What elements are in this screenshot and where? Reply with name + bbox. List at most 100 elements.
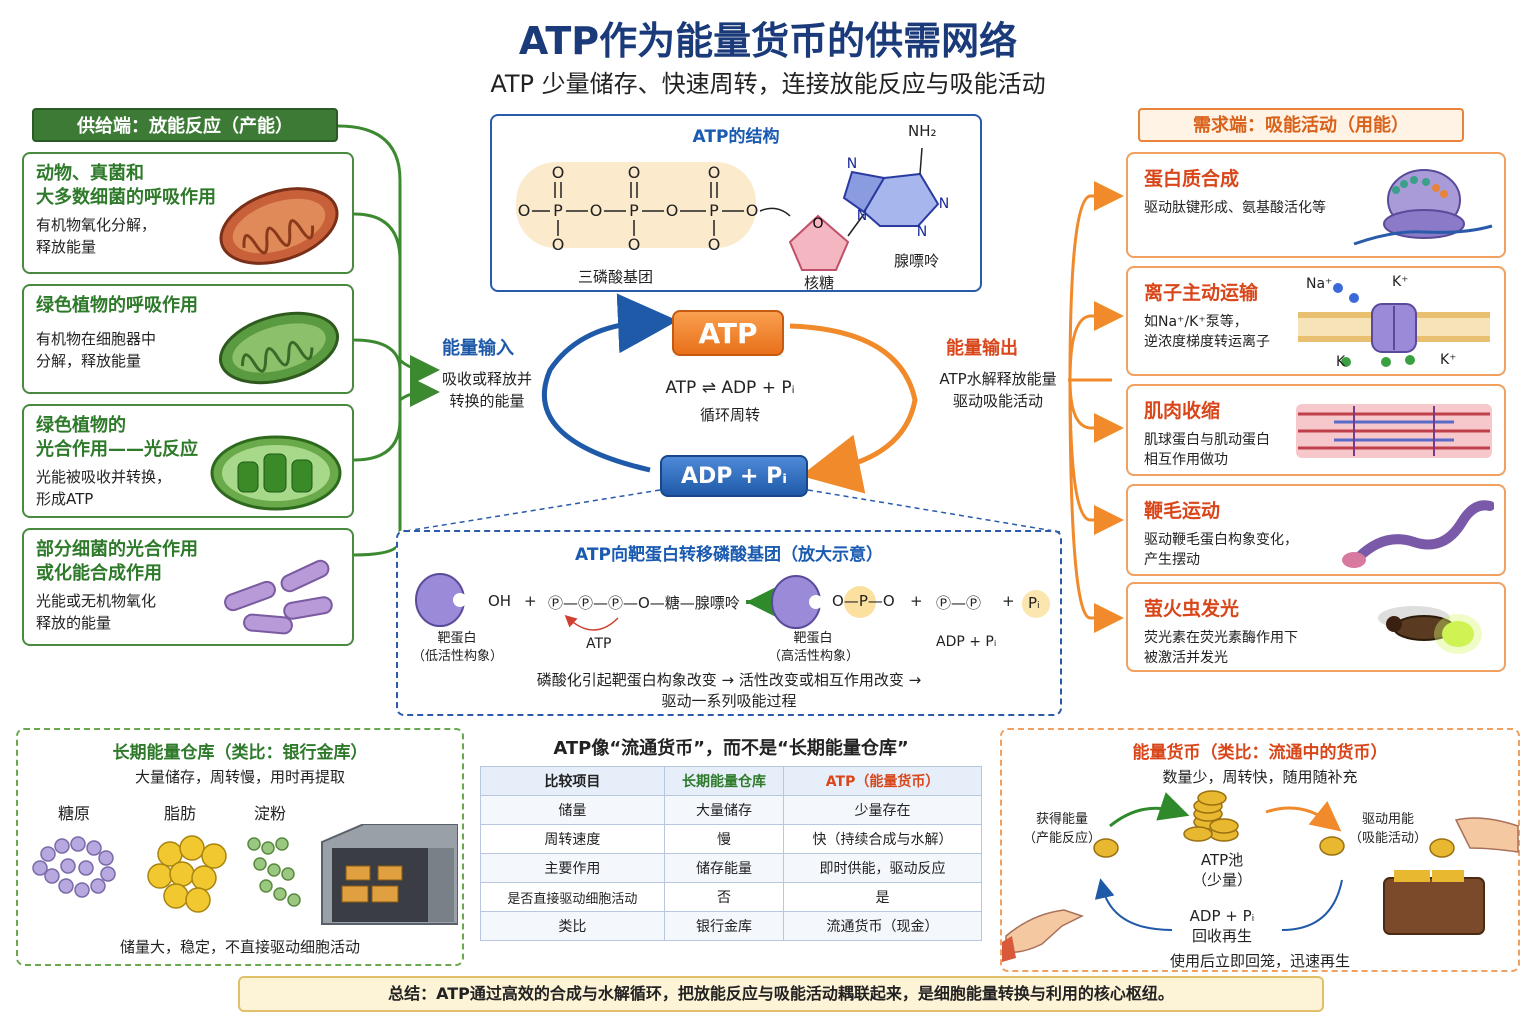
- svg-text:N: N: [857, 208, 867, 224]
- k-ion-label-top: K⁺: [1392, 274, 1409, 290]
- supply-card-respiration-animal: 动物、真菌和 大多数细菌的呼吸作用 有机物氧化分解，释放能量: [22, 152, 354, 274]
- na-ion-label: Na⁺: [1306, 276, 1333, 292]
- energy-input-desc: 吸收或释放并转换的能量: [441, 370, 532, 410]
- page-subtitle: ATP 少量储存、快速周转，连接放能反应与吸能活动: [490, 70, 1046, 98]
- glycogen-label: 糖原: [58, 804, 91, 823]
- ribosome-icon: [1353, 169, 1493, 246]
- storage-footer: 储量大，稳定，不直接驱动细胞活动: [119, 938, 360, 956]
- currency-title: 能量货币（类比：流通中的货币）: [1132, 743, 1388, 763]
- svg-text:P: P: [629, 201, 639, 220]
- k-ion-label-right: K⁺: [1440, 352, 1457, 368]
- supply-card-desc: 有机物氧化分解，释放能量: [36, 216, 157, 256]
- compare-title: ATP像“流通货币”，而不是“长期能量仓库”: [553, 738, 909, 759]
- supply-header: 供给端：放能反应（产能）: [32, 108, 338, 142]
- demand-card-desc: 肌球蛋白与肌动蛋白相互作用做功: [1144, 432, 1270, 468]
- storage-title: 长期能量仓库（类比：银行金库）: [112, 743, 368, 763]
- summary-bar: 总结：ATP通过高效的合成与水解循环，把放能反应与吸能活动耦联起来，是细胞能量转…: [238, 976, 1324, 1012]
- hand-icon: [1002, 817, 1519, 962]
- demand-card-desc: 如Na⁺/K⁺泵等，逆浓度梯度转运离子: [1144, 314, 1270, 350]
- firefly-icon: [1378, 606, 1482, 654]
- demand-card-title: 鞭毛运动: [1144, 500, 1221, 522]
- transfer-note: 磷酸化引起靶蛋白构象改变 → 活性改变或相互作用改变 →驱动一系列吸能过程: [536, 671, 922, 710]
- supply-card-title: 光合作用——光反应: [36, 439, 198, 460]
- svg-text:O: O: [590, 201, 603, 220]
- demand-card-title: 肌肉收缩: [1144, 400, 1221, 422]
- ion-pump-icon: [1298, 283, 1490, 367]
- demand-card-flagellum: 鞭毛运动 驱动鞭毛蛋白构象变化，产生摆动: [1126, 484, 1506, 576]
- muscle-fiber-icon: [1296, 404, 1492, 458]
- table-header: 比较项目: [480, 766, 665, 796]
- demand-card-ion-transport: 离子主动运输 如Na⁺/K⁺泵等，逆浓度梯度转运离子 Na⁺ K⁺ K K⁺: [1126, 266, 1506, 376]
- storage-molecules-icon: [32, 824, 458, 925]
- energy-output-desc: ATP水解释放能量驱动吸能活动: [939, 370, 1057, 410]
- target-protein-low: 靶蛋白（低活性构象）: [412, 631, 504, 664]
- supply-card-title: 绿色植物的: [36, 415, 126, 436]
- flagellum-icon: [1342, 500, 1494, 568]
- target-protein-high: 靶蛋白（高活性构象）: [768, 631, 860, 664]
- comparison-table: 比较项目 长期能量仓库 ATP（能量货币） 储量大量储存少量存在 周转速度慢快（…: [480, 766, 982, 941]
- mitochondrion-green-icon: [218, 311, 340, 385]
- hydroxyl-label: OH: [488, 592, 512, 610]
- plus-sign-3: +: [1002, 592, 1015, 610]
- table-header: ATP（能量货币）: [783, 766, 982, 796]
- bacteria-icon: [224, 559, 333, 635]
- phosphoryl-transfer-panel: ATP向靶蛋白转移磷酸基团（放大示意） OH + Ⓟ—Ⓟ—Ⓟ—O—糖—腺嘌呤 A…: [396, 530, 1062, 716]
- demand-card-desc: 荧光素在荧光素酶作用下被激活并发光: [1144, 630, 1298, 666]
- svg-text:O: O: [518, 201, 531, 220]
- supply-card-chemosynthesis: 部分细菌的光合作用 或化能合成作用 光能或无机物氧化释放的能量: [22, 528, 354, 646]
- supply-card-title: 或化能合成作用: [36, 563, 162, 584]
- energy-output-label: 能量输出: [946, 338, 1018, 359]
- supply-card-desc: 有机物在细胞器中分解，释放能量: [36, 330, 157, 370]
- atp-pool-label: ATP池（少量）: [1191, 851, 1252, 889]
- storage-desc: 大量储存，周转慢，用时再提取: [134, 768, 345, 786]
- ribose-label: 核糖: [804, 274, 835, 292]
- fat-label: 脂肪: [164, 804, 197, 823]
- phosphorylated-group: O—P—O: [832, 592, 895, 610]
- svg-text:O: O: [746, 201, 759, 220]
- supply-card-desc: 光能或无机物氧化释放的能量: [36, 592, 157, 632]
- table-row: 储量大量储存少量存在: [480, 795, 982, 825]
- atp-chain: Ⓟ—Ⓟ—Ⓟ—O—糖—腺嘌呤: [548, 594, 740, 612]
- k-ion-label-left: K: [1336, 354, 1346, 370]
- demand-card-firefly: 萤火虫发光 荧光素在荧光素酶作用下被激活并发光: [1126, 582, 1506, 672]
- svg-text:N: N: [939, 196, 949, 212]
- nh2-label: NH₂: [908, 122, 937, 140]
- mitochondrion-icon: [219, 187, 339, 265]
- supply-card-respiration-plant: 绿色植物的呼吸作用 有机物在细胞器中分解，释放能量: [22, 284, 354, 394]
- svg-text:N: N: [917, 224, 927, 240]
- cycle-equation-sub: 循环周转: [699, 406, 760, 424]
- use-energy-label: 驱动用能（吸能活动）: [1348, 812, 1427, 846]
- phosphate-group-label: 三磷酸基团: [578, 268, 654, 286]
- table-row: 类比银行金库流通货币（现金）: [480, 911, 982, 941]
- svg-text:O: O: [628, 163, 641, 182]
- table-header: 长期能量仓库: [663, 766, 785, 796]
- svg-text:N: N: [847, 156, 857, 172]
- plus-sign-2: +: [910, 592, 923, 610]
- page-title: ATP作为能量货币的供需网络: [518, 19, 1018, 63]
- currency-footer: 使用后立即回笼，迅速再生: [1169, 952, 1350, 970]
- adenine-label: 腺嘌呤: [894, 252, 940, 270]
- svg-text:O: O: [708, 163, 721, 182]
- supply-card-photosynthesis: 绿色植物的 光合作用——光反应 光能被吸收并转换，形成ATP: [22, 404, 354, 518]
- adp-chain: Ⓟ—Ⓟ: [936, 594, 982, 612]
- supply-card-title: 大多数细菌的呼吸作用: [36, 187, 216, 208]
- svg-text:P: P: [709, 201, 719, 220]
- currency-panel: 能量货币（类比：流通中的货币） 数量少，周转快，随用随补充 获得能量（产能反应: [1000, 728, 1520, 972]
- svg-text:O: O: [628, 235, 641, 254]
- demand-card-title: 离子主动运输: [1144, 282, 1259, 304]
- table-row: 主要作用储存能量即时供能，驱动反应: [480, 853, 982, 883]
- chloroplast-icon: [210, 435, 342, 511]
- demand-header: 需求端：吸能活动（用能）: [1138, 108, 1464, 142]
- supply-card-title: 绿色植物的呼吸作用: [36, 295, 198, 316]
- demand-card-title: 萤火虫发光: [1144, 598, 1240, 620]
- starch-label: 淀粉: [254, 804, 287, 823]
- vault-icon: [321, 824, 458, 925]
- supply-card-title: 部分细菌的光合作用: [36, 539, 198, 560]
- storage-panel: 长期能量仓库（类比：银行金库） 大量储存，周转慢，用时再提取 糖原 脂肪 淀粉 …: [16, 728, 464, 966]
- svg-text:O: O: [812, 216, 823, 232]
- svg-text:O: O: [708, 235, 721, 254]
- currency-desc: 数量少，周转快，随用随补充: [1162, 768, 1358, 786]
- supply-card-desc: 光能被吸收并转换，形成ATP: [36, 468, 172, 508]
